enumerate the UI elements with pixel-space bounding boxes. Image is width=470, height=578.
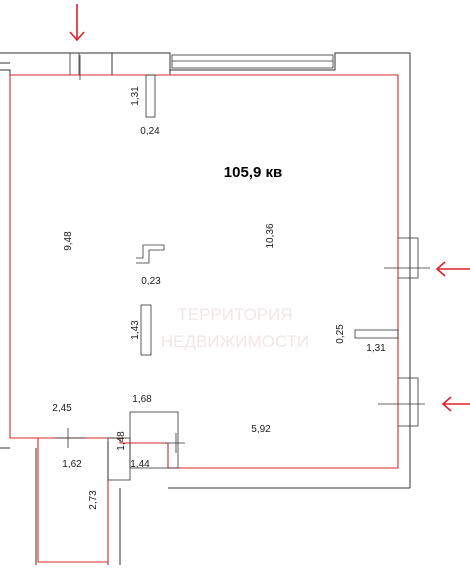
watermark-line-2: НЕДВИЖИМОСТИ <box>161 332 309 351</box>
arrow-right-2 <box>441 396 470 412</box>
dim-bath-bottom: 1,44 <box>130 459 150 470</box>
dim-column-small: 0,23 <box>141 276 161 287</box>
dim-balcony-top: 2,45 <box>52 403 72 414</box>
dim-col-width: 0,24 <box>140 126 160 137</box>
area-label: 105,9 кв <box>224 164 282 181</box>
column-top <box>145 74 156 118</box>
arrow-right-1 <box>435 261 470 277</box>
dim-right-stub-length: 1,31 <box>366 343 386 354</box>
arrow-top <box>69 4 85 42</box>
interior-walls <box>55 55 430 481</box>
dim-bath-height: 1,48 <box>116 431 127 451</box>
entrance-arrows <box>69 4 470 412</box>
dim-col-height: 1,31 <box>130 86 141 106</box>
dim-right-stub-height: 0,25 <box>335 324 346 344</box>
dim-partition: 1,43 <box>130 320 141 340</box>
dim-left-wall: 9,48 <box>63 231 74 251</box>
dim-balcony-height: 2,73 <box>88 490 99 510</box>
dim-balcony-inner: 1,62 <box>62 459 82 470</box>
watermark-line-1: ТЕРРИТОРИЯ <box>177 305 292 324</box>
partition-right <box>354 329 399 339</box>
dim-bottom-wall: 5,92 <box>251 424 271 435</box>
dim-bath-top: 1,68 <box>132 394 152 405</box>
dim-right-wall: 10,36 <box>265 223 276 248</box>
partition-center <box>140 304 152 356</box>
